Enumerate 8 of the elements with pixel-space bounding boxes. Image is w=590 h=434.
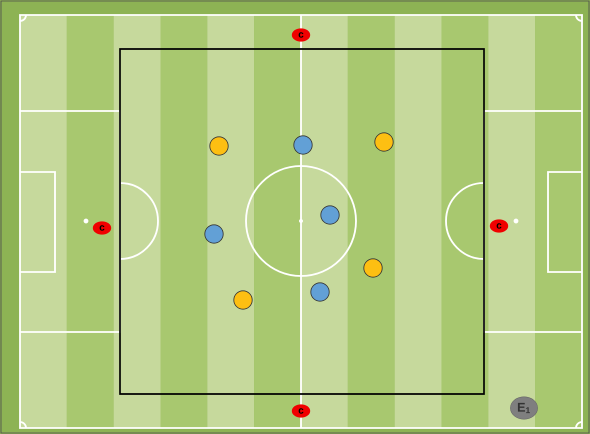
- player-circle: [233, 290, 253, 310]
- player-circle: [310, 282, 330, 302]
- player-circle: [374, 132, 394, 152]
- player-circle: [209, 136, 229, 156]
- player-circle: [293, 135, 313, 155]
- player-circle: [363, 258, 383, 278]
- player-circle: [320, 205, 340, 225]
- player-circle: [204, 224, 224, 244]
